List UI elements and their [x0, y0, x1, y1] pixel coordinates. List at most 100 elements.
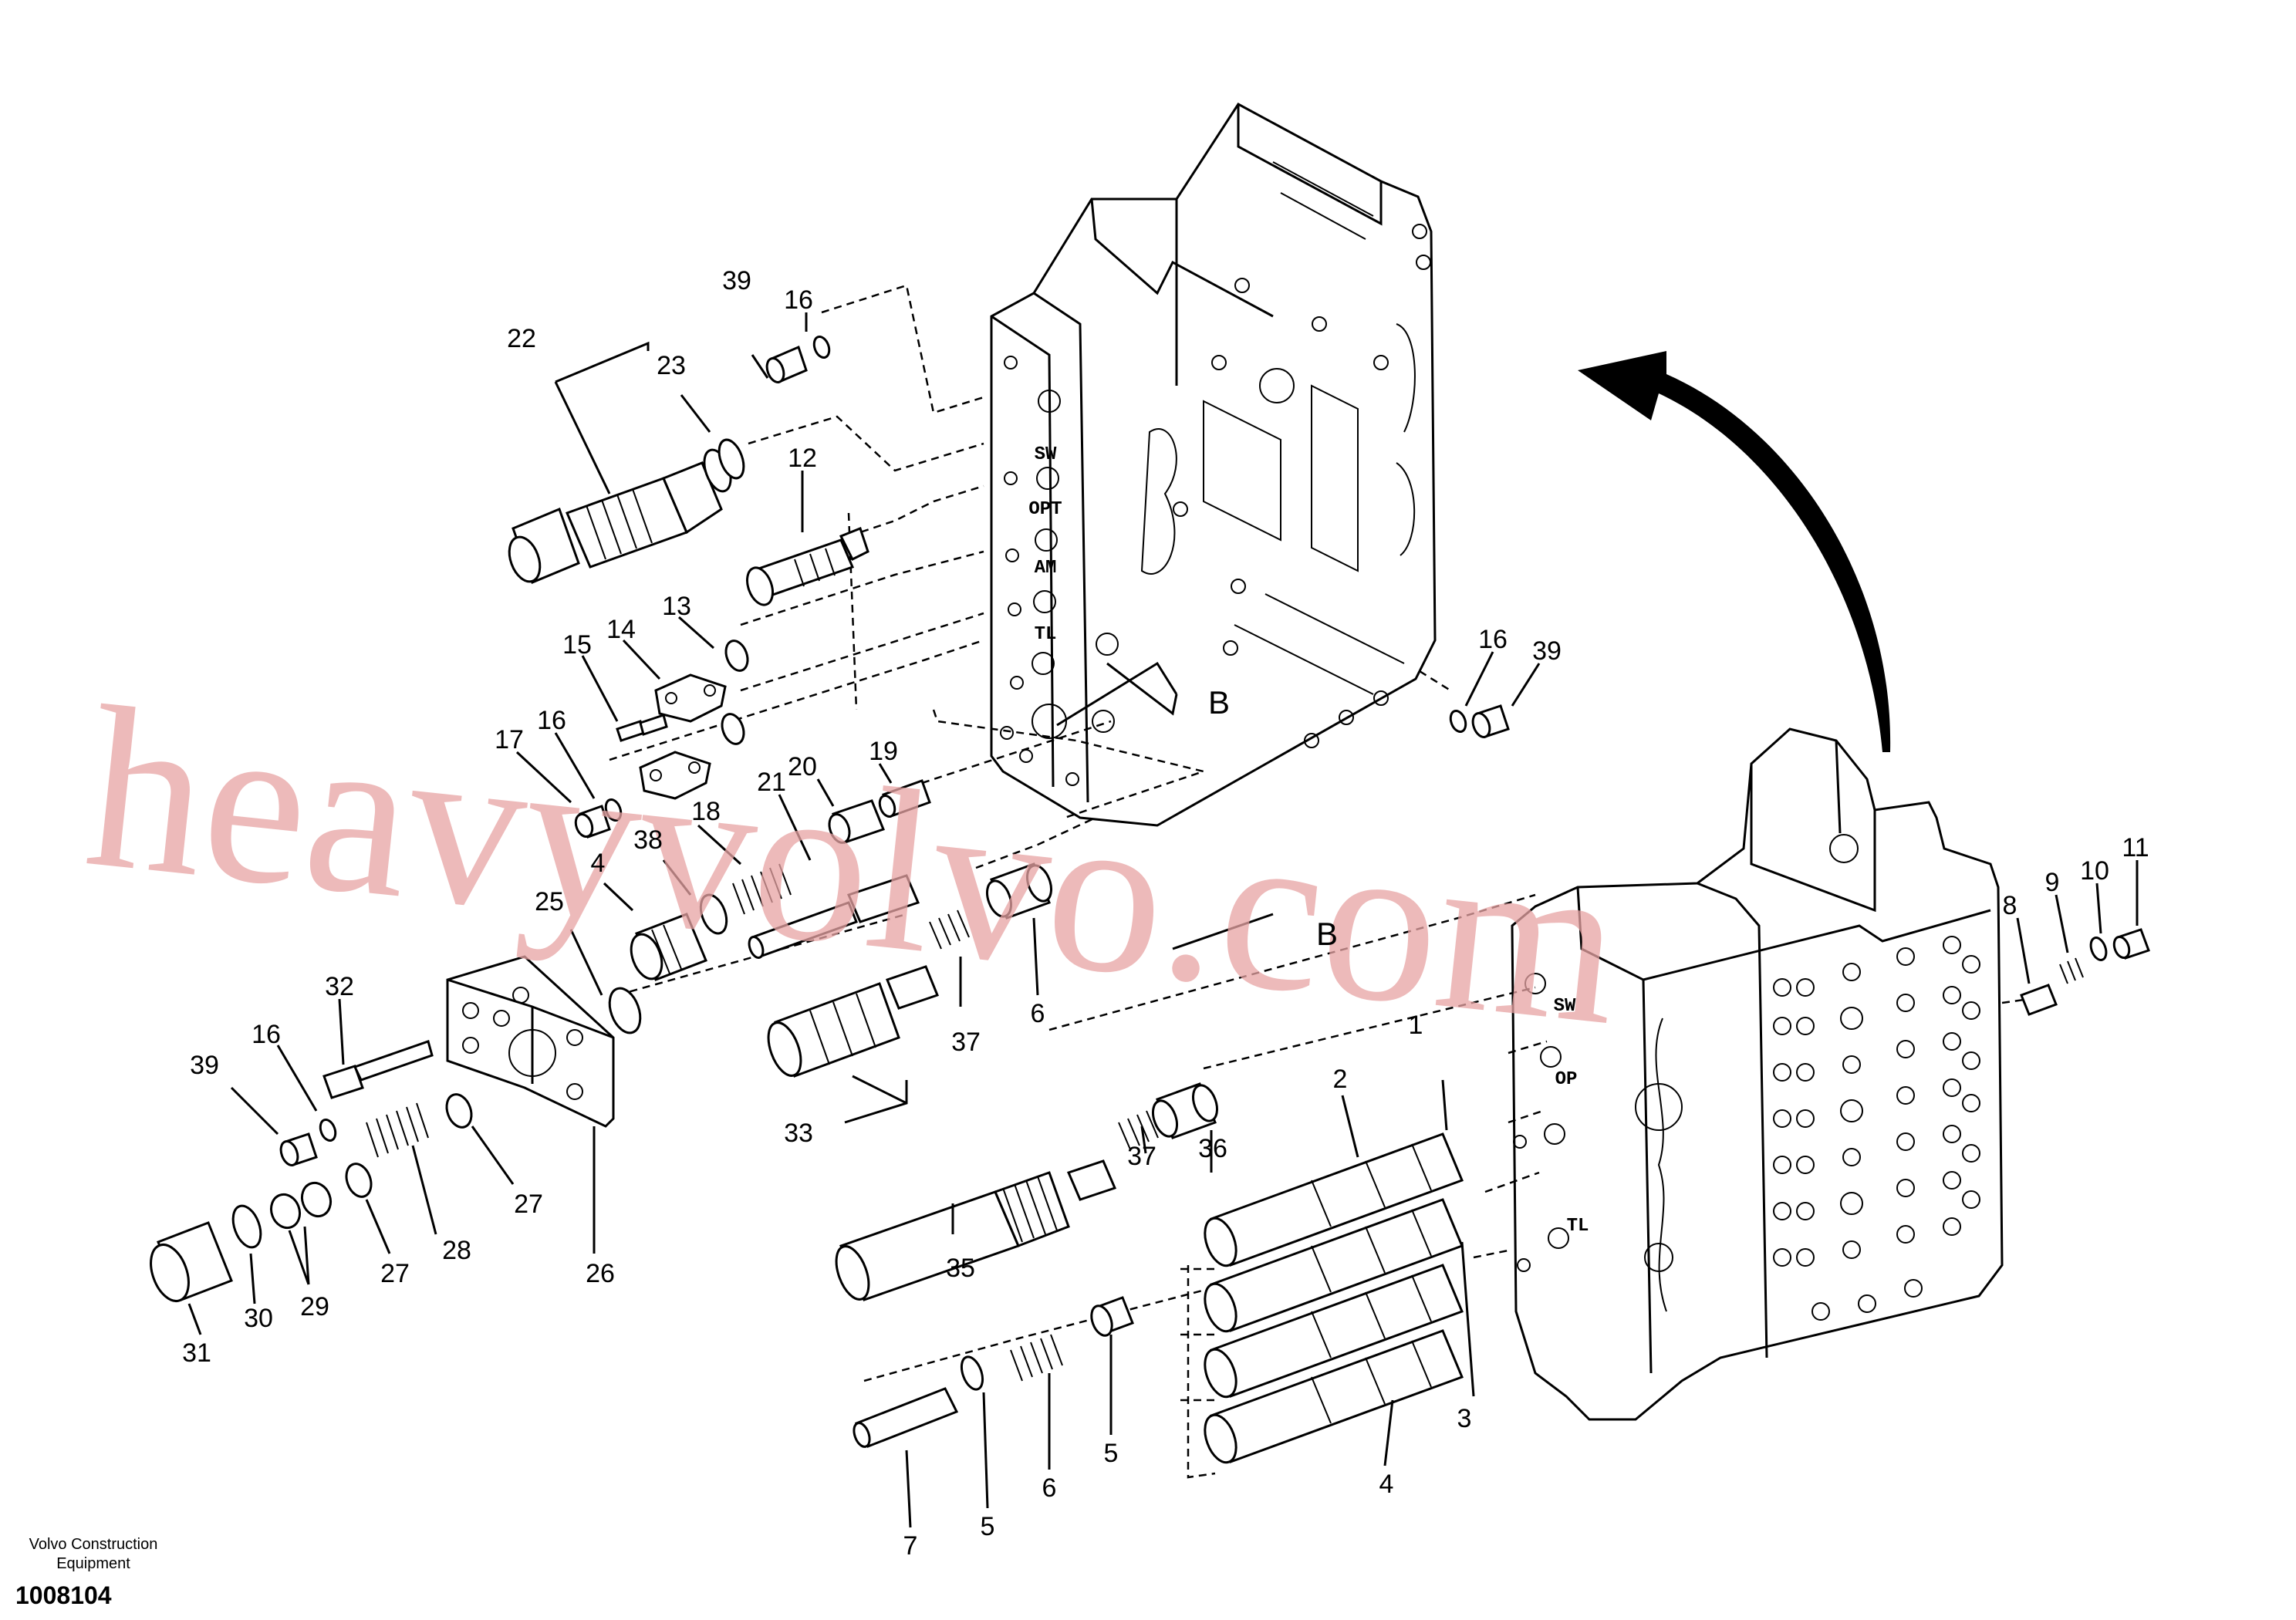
- part-23-o-ring: [718, 438, 745, 480]
- part-14-flange-covers: [639, 673, 745, 800]
- callout-16-mid: 16: [537, 706, 566, 735]
- part-32-bolt: [322, 1040, 434, 1099]
- port-label-am: AM: [1035, 558, 1057, 579]
- callout-39-left: 39: [190, 1051, 219, 1080]
- callout-18: 18: [691, 797, 721, 826]
- part-38-o-ring: [699, 893, 728, 935]
- part-37-spring-lower: [1118, 1110, 1159, 1150]
- part-26-cover-block: [446, 955, 615, 1128]
- callout-37-lower: 37: [1127, 1142, 1156, 1171]
- part-15-bolt: [616, 714, 668, 742]
- callout-4-piston: 4: [591, 849, 606, 878]
- rotation-arrow: [1578, 351, 1891, 752]
- callout-21: 21: [757, 768, 786, 797]
- callout-15: 15: [562, 630, 592, 660]
- parts-16-39-right: [1449, 704, 1510, 738]
- callout-26: 26: [586, 1259, 615, 1288]
- callout-27-left: 27: [380, 1259, 410, 1288]
- part-39-plug: [765, 345, 808, 384]
- part-5-retainers: [960, 1296, 1134, 1391]
- callout-9: 9: [2045, 868, 2060, 897]
- callout-7: 7: [903, 1531, 918, 1561]
- upper-valve-housing: SW OPT AM TL: [990, 103, 1437, 827]
- part-21-spool: [748, 874, 920, 959]
- part-29-nuts: [269, 1181, 333, 1230]
- callout-28: 28: [442, 1236, 471, 1265]
- alignment-lines: [609, 284, 2030, 1479]
- parts-8-to-11: [2020, 928, 2150, 1016]
- callout-11: 11: [2122, 833, 2149, 862]
- callout-32: 32: [325, 972, 354, 1001]
- callout-16-left: 16: [252, 1020, 281, 1049]
- port-label-sw-lower: SW: [1554, 996, 1576, 1017]
- brand-line-2: Equipment: [56, 1555, 130, 1572]
- part-6-spring-lower: [1010, 1334, 1063, 1382]
- callout-5-left: 5: [981, 1512, 995, 1541]
- callout-36: 36: [1198, 1134, 1227, 1163]
- part-36-sleeve: [1151, 1082, 1219, 1139]
- callout-35: 35: [946, 1254, 975, 1283]
- callout-29: 29: [300, 1292, 329, 1321]
- callout-16-right: 16: [1478, 625, 1508, 654]
- callout-1: 1: [1409, 1011, 1423, 1040]
- port-label-sw: SW: [1035, 444, 1057, 465]
- callout-5-right: 5: [1104, 1439, 1119, 1468]
- callout-17: 17: [495, 725, 524, 754]
- callout-22: 22: [507, 324, 536, 353]
- lower-valve-housing: SW OP TL: [1511, 727, 2004, 1421]
- part-16-o-ring-left: [319, 1118, 337, 1142]
- port-label-tl: TL: [1035, 624, 1057, 645]
- part-31-plug: [150, 1221, 233, 1302]
- part-39-plug-left: [279, 1132, 318, 1166]
- part-6-sleeve-upper: [985, 862, 1053, 920]
- callout-12: 12: [788, 444, 817, 473]
- callout-13: 13: [662, 592, 691, 621]
- port-label-opt: OPT: [1028, 499, 1062, 520]
- part-17-plug: [574, 798, 623, 839]
- part-20-sleeve: [828, 799, 885, 844]
- part-22-relief-valve: [508, 448, 732, 584]
- callout-31: 31: [182, 1338, 211, 1368]
- callout-14: 14: [606, 615, 636, 644]
- port-label-op-lower: OP: [1555, 1069, 1578, 1090]
- reference-b-lower: B: [1316, 916, 1338, 952]
- part-16-o-ring: [812, 335, 831, 359]
- callout-30: 30: [244, 1304, 273, 1333]
- port-label-tl-lower: TL: [1567, 1216, 1589, 1237]
- callout-16-top: 16: [784, 285, 813, 315]
- part-19-plug: [878, 779, 931, 818]
- callout-37-upper: 37: [951, 1028, 981, 1057]
- part-35-spool: [835, 1159, 1117, 1301]
- callout-8: 8: [2003, 891, 2017, 920]
- callout-23: 23: [657, 351, 686, 380]
- part-28-spring: [366, 1102, 429, 1158]
- callout-25: 25: [535, 887, 564, 916]
- callout-19: 19: [869, 737, 898, 766]
- callout-10: 10: [2080, 856, 2109, 886]
- brand-caption: Volvo Construction Equipment: [5, 1535, 182, 1574]
- part-30-o-ring: [231, 1204, 262, 1249]
- callout-39-right: 39: [1532, 636, 1562, 666]
- callout-6-lower: 6: [1042, 1473, 1057, 1503]
- callout-3: 3: [1457, 1404, 1472, 1433]
- part-13-o-ring: [724, 640, 749, 672]
- reference-b-upper: B: [1208, 684, 1230, 721]
- callout-20: 20: [788, 752, 817, 781]
- callout-38: 38: [633, 825, 663, 855]
- callout-39-top: 39: [722, 266, 751, 295]
- part-25-o-ring: [608, 987, 642, 1034]
- part-27-washers: [345, 1093, 473, 1198]
- callout-33: 33: [784, 1119, 813, 1148]
- callout-27-right: 27: [514, 1190, 543, 1219]
- document-number: 1008104: [15, 1581, 112, 1609]
- spools-1-to-4: [1204, 1132, 1464, 1464]
- callout-numbers: 1 2 3 4 4 5 5 6 6 7 8 9 10 11 12 13 14 1…: [182, 266, 2149, 1561]
- part-7-pin: [853, 1387, 959, 1448]
- brand-line-1: Volvo Construction: [29, 1536, 158, 1553]
- part-18-spring: [732, 863, 792, 915]
- callout-2: 2: [1333, 1065, 1348, 1094]
- part-33-pilot-valve: [767, 965, 939, 1078]
- valve-port-grid: [1773, 936, 1980, 1321]
- part-12-valve: [746, 527, 869, 606]
